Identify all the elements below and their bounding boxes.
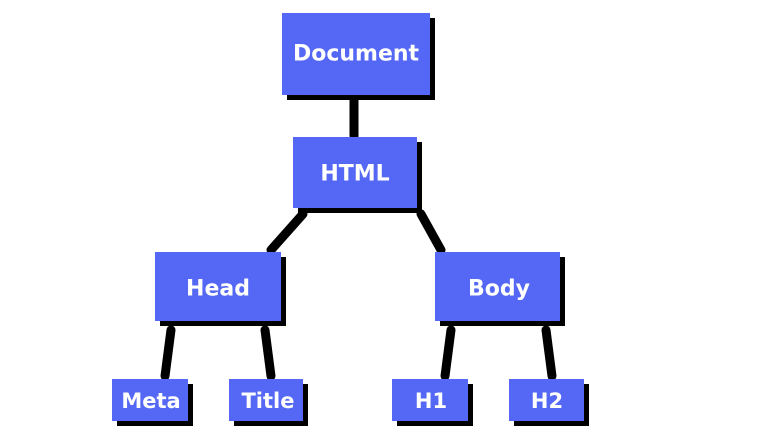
node-head-label: Head [186, 277, 250, 302]
node-h1-box [392, 379, 468, 421]
edge-body-h1 [440, 325, 456, 381]
node-h1-label: H1 [415, 389, 447, 413]
node-title-box [229, 379, 303, 421]
node-meta-label: Meta [121, 389, 180, 413]
edge-head-title [260, 325, 276, 381]
node-html-label: HTML [320, 162, 389, 187]
node-document-box [282, 13, 430, 95]
edge-head-meta [160, 325, 176, 381]
node-body-label: Body [468, 277, 530, 302]
node-title: Title [229, 379, 308, 426]
edges-layer [160, 95, 557, 381]
node-title-label: Title [241, 389, 294, 413]
node-meta: Meta [112, 379, 193, 426]
node-document-label: Document [293, 42, 420, 67]
node-head: Head [155, 252, 286, 326]
node-h1: H1 [392, 379, 473, 426]
node-h2-box [509, 379, 584, 421]
node-head-box [155, 252, 281, 321]
node-document: Document [282, 13, 435, 100]
nodes-layer: Document HTML Head Body Meta [112, 13, 589, 426]
edge-body-h2 [541, 325, 557, 381]
node-html-box [293, 137, 417, 208]
node-body: Body [435, 252, 565, 326]
edge-html-body [416, 209, 446, 255]
node-meta-box [112, 379, 188, 421]
edge-html-head [266, 209, 308, 255]
node-h2: H2 [509, 379, 589, 426]
node-h2-label: H2 [531, 389, 563, 413]
node-body-box [435, 252, 560, 321]
node-html: HTML [293, 137, 422, 213]
